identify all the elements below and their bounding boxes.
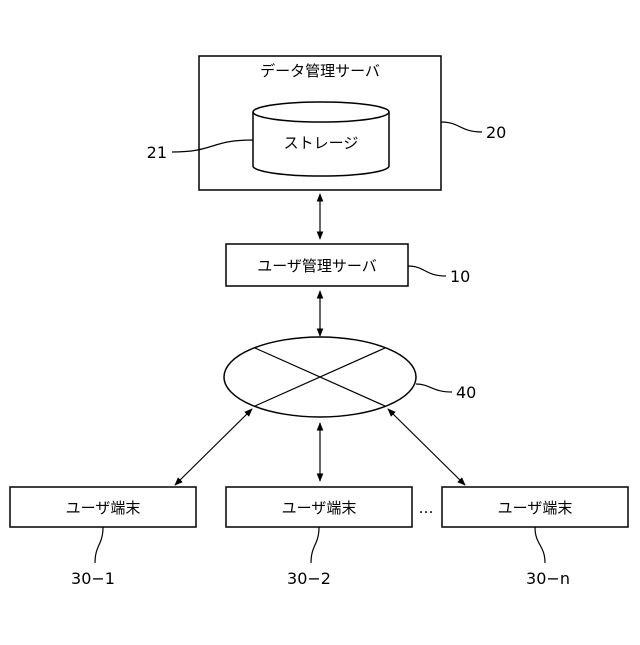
user-server-label: ユーザ管理サーバ	[257, 257, 377, 275]
user-terminal-n: ユーザ端末	[442, 487, 628, 527]
ref-30-n-label: 30−n	[526, 569, 570, 588]
data-server-title: データ管理サーバ	[260, 62, 380, 80]
terminal-1-label: ユーザ端末	[66, 499, 141, 517]
ref-40-label: 40	[456, 383, 476, 402]
ref-30-1-label: 30−1	[71, 569, 115, 588]
ref-30-2-leader	[311, 527, 319, 563]
ref-21-leader	[172, 140, 253, 152]
ref-40-leader	[416, 384, 452, 392]
terminal-n-label: ユーザ端末	[498, 499, 573, 517]
arrow-network-terminal-1	[175, 409, 252, 485]
arrow-network-terminal-n	[388, 409, 465, 485]
user-terminal-1: ユーザ端末	[10, 487, 196, 527]
terminal-ellipsis: …	[419, 499, 434, 517]
ref-20-label: 20	[486, 123, 506, 142]
user-terminal-2: ユーザ端末	[226, 487, 412, 527]
ref-21-label: 21	[147, 143, 167, 162]
ref-10-label: 10	[450, 267, 470, 286]
terminal-2-label: ユーザ端末	[282, 499, 357, 517]
network-ellipse	[224, 337, 416, 417]
storage-label: ストレージ	[284, 134, 359, 152]
user-management-server: ユーザ管理サーバ	[226, 244, 408, 286]
ref-30-2-label: 30−2	[287, 569, 331, 588]
ref-30-1-leader	[95, 527, 103, 563]
storage-top	[253, 102, 389, 122]
ref-10-leader	[408, 266, 446, 276]
ref-30-n-leader	[535, 527, 545, 563]
ref-20-leader	[441, 122, 482, 132]
storage-cylinder: ストレージ	[253, 102, 389, 176]
data-management-server: データ管理サーバ ストレージ	[199, 56, 441, 190]
